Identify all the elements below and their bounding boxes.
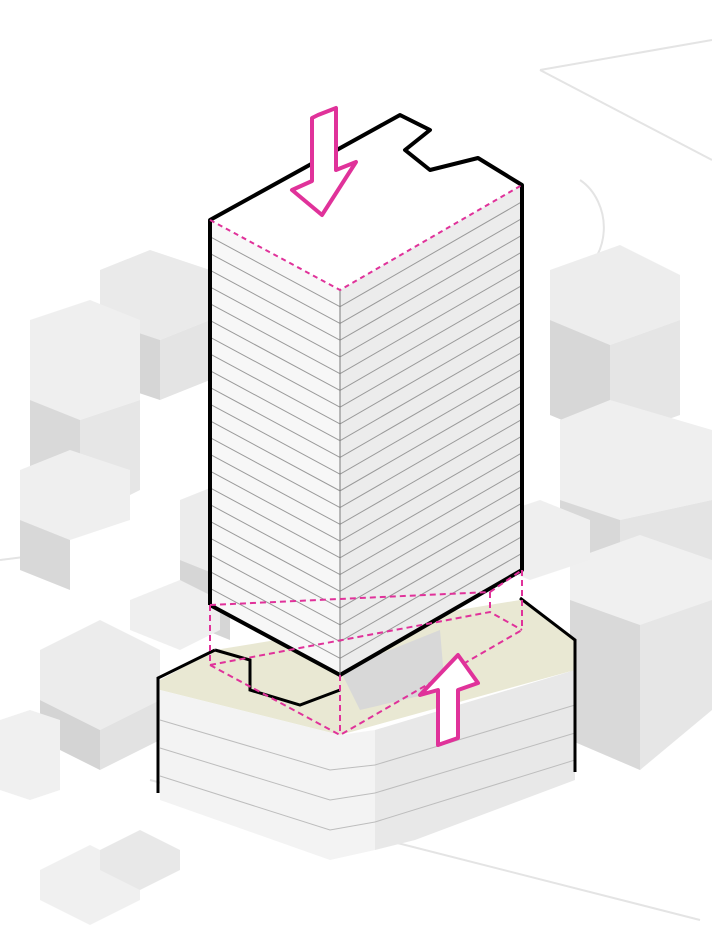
context-block-right-mid [560,400,712,520]
context-block-left [30,300,140,420]
tower [210,115,522,675]
